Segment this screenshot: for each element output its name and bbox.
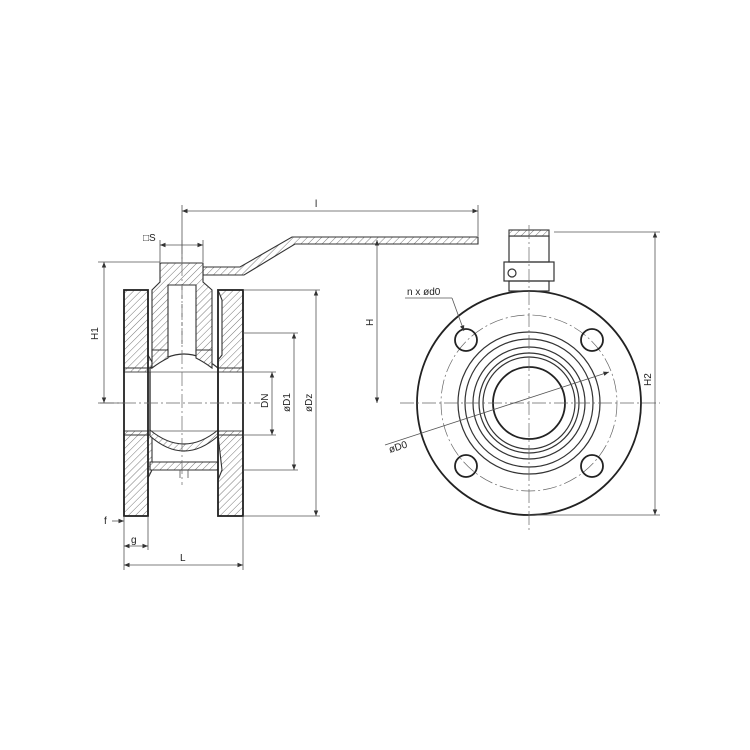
handle-lever [202,236,479,276]
label-square-s: □S [143,233,156,244]
ball [149,353,219,449]
right-flange [217,289,244,369]
side-section-view [100,236,479,517]
label-dz: øDz [304,394,315,412]
label-dn: DN [260,394,271,408]
label-d1: øD1 [282,393,293,412]
stem-housing [151,262,213,353]
label-f: f [104,516,107,527]
dimension-lines [98,205,660,570]
label-bolts: n x ød0 [407,287,441,298]
label-h: H [365,319,376,326]
bolt-holes [454,328,604,478]
front-flange-view [400,225,660,530]
label-h2: H2 [643,373,654,386]
label-g: g [131,535,137,546]
label-L: L [180,553,186,564]
label-l: l [315,199,317,210]
label-h1: H1 [90,327,101,340]
label-d0: øD0 [388,439,410,455]
